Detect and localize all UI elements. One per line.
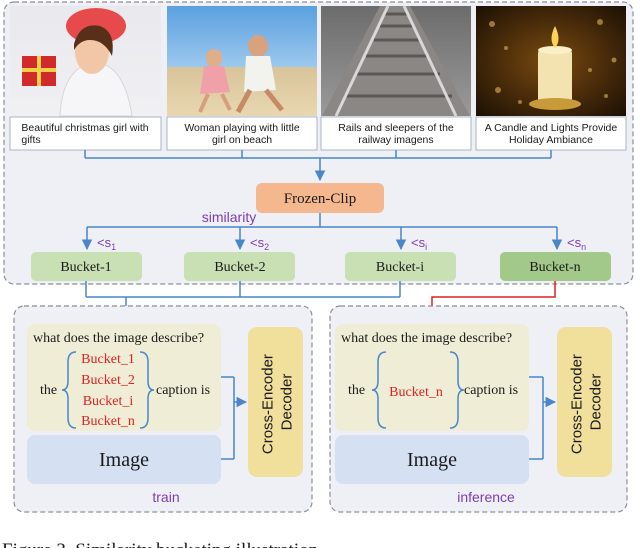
captions-to-clip-connector bbox=[84, 150, 552, 182]
threshold-1: <s1 bbox=[97, 235, 116, 252]
train-suffix: caption is bbox=[156, 383, 210, 398]
inference-suffix: caption is bbox=[464, 383, 518, 398]
train-image-label: Image bbox=[99, 449, 149, 471]
inference-right-brace bbox=[449, 351, 465, 429]
train-right-brace bbox=[139, 351, 155, 429]
threshold-i: <si bbox=[411, 235, 427, 252]
train-image-box bbox=[27, 435, 221, 484]
photo-caption-1-line-2: gifts bbox=[21, 134, 40, 146]
photo-caption-1-line-1: Beautiful christmas girl with bbox=[21, 122, 148, 134]
inference-prompt-box bbox=[335, 324, 529, 431]
clip-to-buckets-connector bbox=[81, 213, 563, 251]
photo-caption-3-line-1: Rails and sleepers of the bbox=[338, 122, 454, 134]
buckets-to-train-connector bbox=[85, 281, 401, 322]
christmas-girl-photo bbox=[10, 6, 161, 117]
beach-photo bbox=[167, 6, 317, 116]
train-bucket-token-i: Bucket_i bbox=[83, 394, 134, 409]
railway-photo bbox=[321, 5, 471, 117]
inference-left-brace bbox=[371, 351, 387, 429]
train-bucket-token-1: Bucket_1 bbox=[81, 352, 135, 367]
bucket-n-label: Bucket-n bbox=[529, 260, 580, 275]
threshold-n: <sn bbox=[567, 235, 586, 252]
bucket-2-label: Bucket-2 bbox=[214, 260, 265, 275]
inference-question: what does the image describe? bbox=[341, 331, 512, 346]
train-prefix: the bbox=[40, 383, 57, 398]
train-decoder-label: Cross-Encoder Decoder bbox=[260, 350, 296, 454]
figure-caption: Figure 3. Similarity bucketing illustrat… bbox=[2, 540, 332, 548]
train-bucket-token-n: Bucket_n bbox=[81, 414, 135, 429]
bucket-n-box bbox=[500, 252, 611, 281]
photo-caption-4-line-2: Holiday Ambiance bbox=[509, 134, 593, 146]
photo-caption-2-line-1: Woman playing with little bbox=[184, 122, 300, 134]
train-label: train bbox=[152, 489, 179, 505]
bucket-1-box bbox=[31, 252, 142, 281]
photo-caption-2-line-2: girl on beach bbox=[212, 134, 272, 146]
train-left-brace bbox=[61, 351, 77, 429]
inference-image-label: Image bbox=[407, 449, 457, 471]
inference-bucket-token-n: Bucket_n bbox=[389, 385, 443, 400]
inference-prefix: the bbox=[348, 383, 365, 398]
inference-to-decoder-connector bbox=[529, 376, 557, 460]
frozen-clip-box bbox=[256, 183, 384, 213]
bucket-2-box bbox=[184, 252, 295, 281]
bucket-1-label: Bucket-1 bbox=[60, 260, 111, 275]
photo-caption-boxes bbox=[9, 116, 627, 151]
inference-decoder-box bbox=[557, 327, 612, 477]
inference-decoder-label: Cross-Encoder Decoder bbox=[569, 350, 605, 454]
train-decoder-box bbox=[248, 327, 303, 477]
inference-image-box bbox=[335, 435, 529, 484]
bucket-i-box bbox=[345, 252, 456, 281]
similarity-label: similarity bbox=[202, 209, 256, 225]
train-bucket-token-2: Bucket_2 bbox=[81, 373, 135, 388]
photo-caption-4-line-1: A Candle and Lights Provide bbox=[485, 122, 618, 134]
inference-label: inference bbox=[457, 489, 515, 505]
candle-photo bbox=[476, 6, 626, 116]
bucket-row bbox=[31, 252, 611, 281]
train-prompt-box bbox=[27, 324, 221, 431]
train-question: what does the image describe? bbox=[33, 331, 204, 346]
photo-caption-3-line-2: railway imagens bbox=[358, 134, 433, 146]
bucket-i-label: Bucket-i bbox=[376, 260, 424, 275]
train-to-decoder-connector bbox=[221, 376, 248, 460]
frozen-clip-label: Frozen-Clip bbox=[284, 191, 357, 207]
top-panel bbox=[3, 1, 634, 285]
threshold-2: <s2 bbox=[250, 235, 269, 252]
